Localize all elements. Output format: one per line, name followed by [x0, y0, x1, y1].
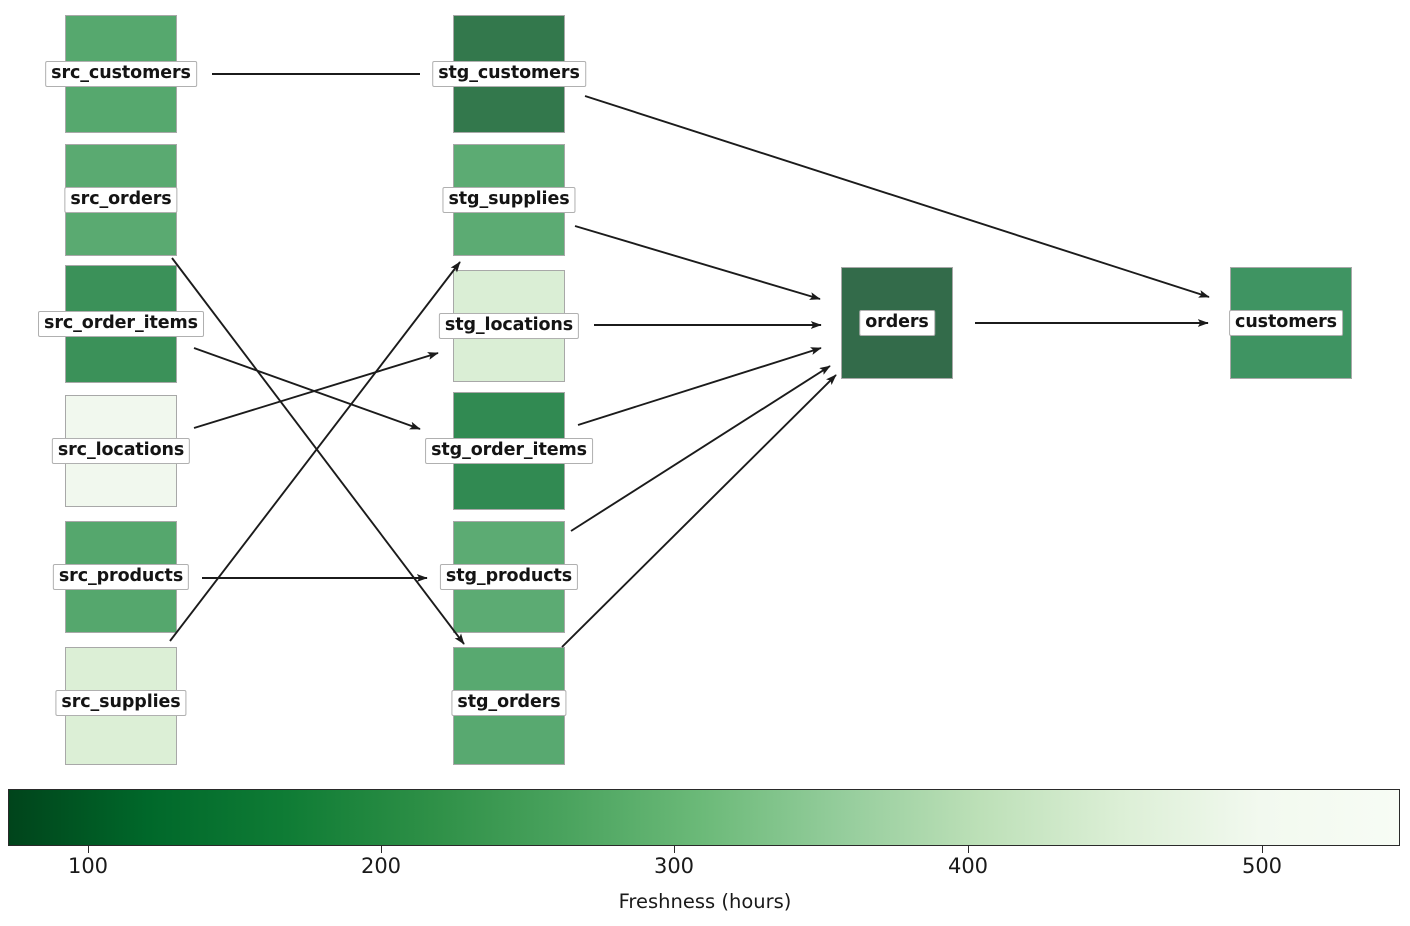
colorbar-tick-label-200: 200: [360, 854, 402, 878]
node-label-stg-locations[interactable]: stg_locations: [438, 313, 580, 339]
lineage-graph-area: src_customers src_orders src_order_items…: [38, 15, 1352, 765]
colorbar: 100 200 300 400 500 Freshness (hours): [0, 780, 1410, 926]
edge-src-locations-stg-locations: [193, 352, 439, 429]
edge-stg-customers-customers: [584, 95, 1210, 298]
node-label-src-supplies[interactable]: src_supplies: [55, 690, 187, 716]
edge-stg-orders-orders: [561, 374, 837, 648]
colorbar-axis-label: Freshness (hours): [618, 890, 792, 913]
edge-layer: [169, 73, 1210, 648]
colorbar-gradient: [8, 789, 1400, 846]
colorbar-tick-400: [968, 846, 969, 853]
colorbar-tick-500: [1262, 846, 1263, 853]
colorbar-tick-label-500: 500: [1241, 854, 1283, 878]
edge-src-orders-stg-orders: [171, 257, 465, 645]
node-label-src-order-items[interactable]: src_order_items: [38, 311, 204, 337]
node-label-customers[interactable]: customers: [1229, 310, 1343, 336]
edge-stg-supplies-orders: [574, 225, 821, 300]
colorbar-tick-300: [674, 846, 675, 853]
node-label-stg-orders[interactable]: stg_orders: [451, 690, 567, 716]
edge-stg-order-items-orders: [577, 347, 822, 426]
colorbar-tick-200: [381, 846, 382, 853]
node-label-stg-customers[interactable]: stg_customers: [432, 61, 586, 87]
colorbar-tick-label-100: 100: [67, 854, 109, 878]
edge-src-supplies-stg-locations: [169, 261, 461, 642]
node-label-stg-products[interactable]: stg_products: [439, 564, 579, 590]
node-label-src-products[interactable]: src_products: [52, 564, 190, 590]
node-label-stg-order-items[interactable]: stg_order_items: [425, 438, 593, 464]
edge-src-order-items-stg-order-items: [193, 347, 421, 430]
colorbar-tick-label-400: 400: [947, 854, 989, 878]
colorbar-tick-100: [88, 846, 89, 853]
node-label-src-locations[interactable]: src_locations: [51, 438, 191, 464]
node-label-src-customers[interactable]: src_customers: [45, 61, 197, 87]
node-label-stg-supplies[interactable]: stg_supplies: [442, 187, 576, 213]
node-label-orders[interactable]: orders: [859, 310, 935, 336]
edge-stg-products-orders: [570, 365, 831, 532]
colorbar-tick-label-300: 300: [653, 854, 695, 878]
node-label-src-orders[interactable]: src_orders: [64, 187, 178, 213]
